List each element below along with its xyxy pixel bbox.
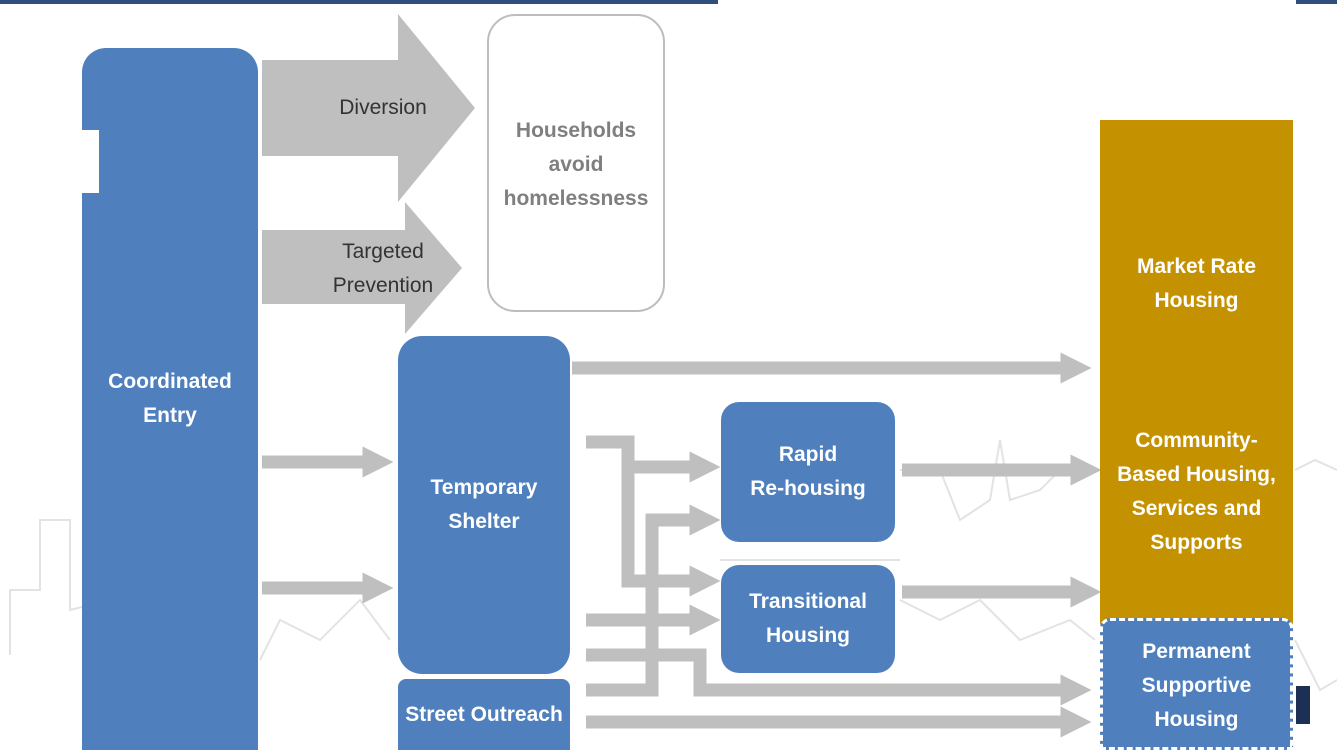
top-bar-left [0, 0, 718, 4]
permanent-supportive-label: Permanent Supportive Housing [1141, 640, 1252, 731]
housing-outcomes-column [1100, 120, 1293, 630]
permanent-supportive-housing-box: Permanent Supportive Housing [1100, 618, 1293, 750]
temporary-shelter-box: Temporary Shelter [398, 336, 570, 674]
households-avoid-box: Households avoid homelessness [487, 14, 665, 312]
street-outreach-label: Street Outreach [405, 702, 563, 726]
transitional-housing-box: Transitional Housing [721, 565, 895, 673]
white-notch [82, 130, 99, 193]
community-based-housing: Community- Based Housing, Services and S… [1100, 422, 1293, 562]
arrow-shelter-to-rapid [586, 435, 721, 483]
arrow-outreach-to-rapid [586, 504, 721, 697]
rapid-rehousing-label: Rapid Re-housing [750, 443, 866, 500]
skyline-silhouette [9, 439, 1337, 692]
rapid-rehousing-box: Rapid Re-housing [721, 402, 895, 542]
market-rate-label: Market Rate Housing [1136, 255, 1257, 312]
arrow-outreach-to-permanent [586, 648, 1092, 706]
diversion-label: Diversion [339, 96, 427, 119]
transitional-housing-label: Transitional Housing [749, 590, 867, 647]
households-avoid-label: Households avoid homelessness [503, 119, 649, 210]
targeted-prevention-label: Targeted Prevention [332, 240, 434, 297]
top-bar-right [1296, 0, 1337, 4]
street-outreach-box: Street Outreach [398, 679, 570, 750]
coordinated-entry-box: Coordinated Entry [82, 48, 258, 750]
logo-fragment [1296, 686, 1310, 724]
targeted-prevention-arrow [262, 202, 462, 334]
coordinated-entry-label: Coordinated Entry [108, 370, 232, 427]
arrow-shelter-to-transitional [621, 467, 721, 597]
community-based-label: Community- Based Housing, Services and S… [1117, 429, 1276, 554]
diversion-arrow [262, 14, 475, 202]
market-rate-housing: Market Rate Housing [1100, 248, 1293, 320]
temporary-shelter-label: Temporary Shelter [430, 476, 538, 533]
